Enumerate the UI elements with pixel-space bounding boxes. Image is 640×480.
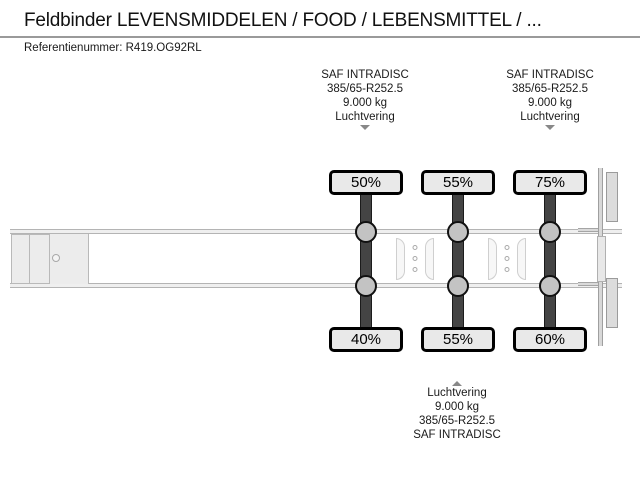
chassis-rail-top: [10, 229, 622, 234]
rear-mudguard-bottom: [606, 278, 618, 328]
hanger-bolt-holes: [412, 245, 418, 278]
kingpin-icon: [52, 254, 60, 262]
axle-spec-capacity: 9.000 kg: [527, 97, 573, 109]
tyre-wear-top-axle-2[interactable]: 55%: [421, 170, 495, 195]
axle-spec-tyre-size: 385/65-R252.5: [418, 415, 496, 427]
chassis-rail-bottom: [10, 283, 622, 288]
axle-1: [360, 180, 372, 338]
axle-spec-suspension: Luchtvering: [427, 387, 487, 399]
page-title: Feldbinder LEVENSMIDDELEN / FOOD / LEBEN…: [24, 10, 542, 31]
caret-up-icon: [452, 381, 462, 386]
hanger-left-plate: [396, 238, 405, 280]
reference-number: Referentienummer: R419.OG92RL: [24, 42, 202, 54]
axle-spec-tyre-size: 385/65-R252.5: [326, 83, 404, 95]
tyre-wear-bottom-axle-3[interactable]: 60%: [513, 327, 587, 352]
hanger-right-plate: [425, 238, 434, 280]
axle-spec-suspension: Luchtvering: [520, 111, 580, 123]
caret-down-icon: [545, 125, 555, 130]
hub-axle-2-bottom: [447, 275, 469, 297]
axle-spec-brand: SAF INTRADISC: [413, 429, 501, 441]
axle-spec-top-1: SAF INTRADISC 385/65-R252.5 9.000 kg Luc…: [275, 68, 455, 130]
hub-axle-3-bottom: [539, 275, 561, 297]
suspension-hanger-2: [488, 238, 526, 280]
caret-down-icon: [360, 125, 370, 130]
axle-spec-bottom: Luchtvering 9.000 kg 385/65-R252.5 SAF I…: [367, 380, 547, 442]
kingpin-plate-rib-a: [29, 234, 30, 284]
trailer-axle-diagram: SAF INTRADISC 385/65-R252.5 9.000 kg Luc…: [0, 60, 640, 480]
rear-crossmember-top: [578, 228, 602, 232]
axle-spec-brand: SAF INTRADISC: [321, 69, 409, 81]
axle-spec-capacity: 9.000 kg: [434, 401, 480, 413]
axle-spec-top-2: SAF INTRADISC 385/65-R252.5 9.000 kg Luc…: [460, 68, 640, 130]
axle-spec-tyre-size: 385/65-R252.5: [511, 83, 589, 95]
hub-axle-2-top: [447, 221, 469, 243]
tyre-wear-bottom-axle-1[interactable]: 40%: [329, 327, 403, 352]
hanger-bolt-holes: [504, 245, 510, 278]
hanger-right-plate: [517, 238, 526, 280]
tyre-wear-bottom-axle-2[interactable]: 55%: [421, 327, 495, 352]
suspension-hanger-1: [396, 238, 434, 280]
tyre-wear-top-axle-1[interactable]: 50%: [329, 170, 403, 195]
hub-axle-3-top: [539, 221, 561, 243]
rear-crossmember-bottom: [578, 282, 602, 286]
header-divider: [0, 36, 640, 38]
rear-bumper: [597, 236, 606, 282]
axle-2: [452, 180, 464, 338]
hub-axle-1-bottom: [355, 275, 377, 297]
axle-spec-brand: SAF INTRADISC: [506, 69, 594, 81]
kingpin-plate-rib-b: [49, 234, 50, 284]
rear-mudguard-top: [606, 172, 618, 222]
axle-spec-capacity: 9.000 kg: [342, 97, 388, 109]
tyre-wear-top-axle-3[interactable]: 75%: [513, 170, 587, 195]
axle-spec-suspension: Luchtvering: [335, 111, 395, 123]
axle-3: [544, 180, 556, 338]
hub-axle-1-top: [355, 221, 377, 243]
hanger-left-plate: [488, 238, 497, 280]
chassis-web: [11, 234, 621, 284]
